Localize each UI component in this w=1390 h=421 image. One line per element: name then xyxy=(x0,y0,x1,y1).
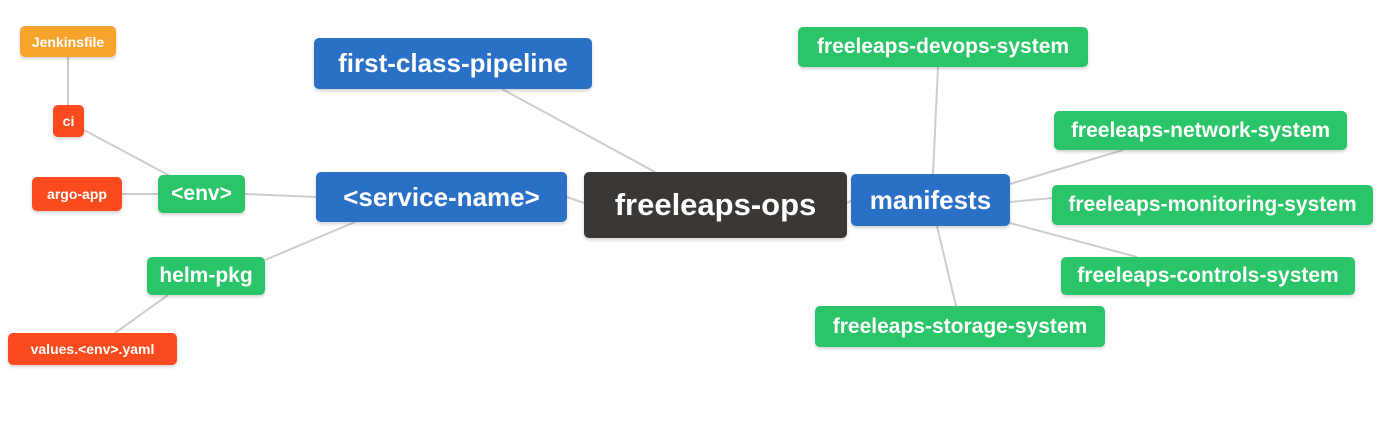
node-label: values.<env>.yaml xyxy=(30,341,155,357)
node-freeleaps-storage-system[interactable]: freeleaps-storage-system xyxy=(815,306,1105,347)
edge-manifests-freeleaps-monitoring-system xyxy=(1009,197,1053,203)
edge-manifests-freeleaps-devops-system xyxy=(932,66,939,175)
node-jenkinsfile[interactable]: Jenkinsfile xyxy=(20,26,116,57)
edge-manifests-freeleaps-storage-system xyxy=(936,225,957,307)
node-manifests[interactable]: manifests xyxy=(851,174,1010,226)
node-freeleaps-ops[interactable]: freeleaps-ops xyxy=(584,172,847,238)
node-env[interactable]: <env> xyxy=(158,175,245,213)
node-label: manifests xyxy=(869,184,992,215)
node-label: <service-name> xyxy=(343,181,540,212)
node-label: Jenkinsfile xyxy=(31,33,105,50)
edge-values-env-yaml-helm-pkg xyxy=(114,294,169,334)
node-first-class-pipeline[interactable]: first-class-pipeline xyxy=(314,38,592,89)
node-label: freeleaps-storage-system xyxy=(832,314,1088,338)
node-argo-app[interactable]: argo-app xyxy=(32,177,122,211)
node-ci[interactable]: ci xyxy=(53,105,84,137)
node-label: freeleaps-monitoring-system xyxy=(1068,193,1357,216)
node-freeleaps-monitoring-system[interactable]: freeleaps-monitoring-system xyxy=(1052,185,1373,225)
node-label: ci xyxy=(62,113,75,129)
node-label: argo-app xyxy=(47,186,107,202)
node-label: first-class-pipeline xyxy=(338,48,568,78)
node-label: <env> xyxy=(171,182,232,205)
node-helm-pkg[interactable]: helm-pkg xyxy=(147,257,265,295)
node-freeleaps-controls-system[interactable]: freeleaps-controls-system xyxy=(1061,257,1355,295)
node-label: freeleaps-controls-system xyxy=(1077,264,1339,287)
node-label: freeleaps-devops-system xyxy=(816,35,1070,58)
node-freeleaps-network-system[interactable]: freeleaps-network-system xyxy=(1054,111,1347,150)
edge-env-service-name xyxy=(244,193,318,198)
node-service-name[interactable]: <service-name> xyxy=(316,172,567,222)
edge-service-name-freeleaps-ops xyxy=(566,196,585,204)
edge-manifests-freeleaps-network-system xyxy=(1009,149,1124,185)
edge-ci-env xyxy=(83,129,173,178)
edge-first-class-pipeline-freeleaps-ops xyxy=(501,88,656,173)
node-label: helm-pkg xyxy=(159,264,253,287)
edge-helm-pkg-service-name xyxy=(264,221,356,261)
node-freeleaps-devops-system[interactable]: freeleaps-devops-system xyxy=(798,27,1088,67)
node-label: freeleaps-ops xyxy=(614,187,817,222)
node-label: freeleaps-network-system xyxy=(1070,118,1331,142)
edge-manifests-freeleaps-controls-system xyxy=(1009,222,1138,258)
node-values-env-yaml[interactable]: values.<env>.yaml xyxy=(8,333,177,365)
